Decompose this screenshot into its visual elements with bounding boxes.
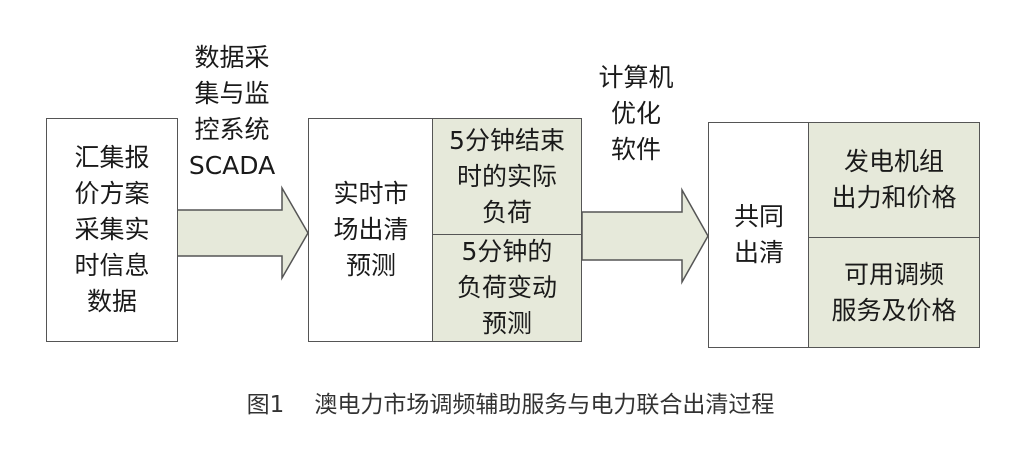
arrow-scada: [175, 185, 309, 281]
forecast-text: 实时市 场出清 预测: [333, 179, 409, 280]
figure-number: 图1: [246, 392, 285, 418]
figure-caption: 图1 澳电力市场调频辅助服务与电力联合出清过程: [0, 388, 1021, 422]
arrow-software: [581, 187, 709, 285]
generator-output-box: 发电机组 出力和价格: [808, 122, 980, 238]
software-label: 计算机 优化 软件: [598, 63, 674, 164]
joint-clearing-text: 共同 出清: [733, 202, 784, 267]
data-source-text: 汇集报 价方案 采集实 时信息 数据: [74, 143, 150, 316]
scada-label: 数据采 集与监 控系统 SCADA: [188, 43, 276, 180]
forecast-box: 实时市 场出清 预测: [308, 118, 434, 342]
load-change-text: 5分钟的 负荷变动 预测: [456, 237, 557, 338]
joint-clearing-box: 共同 出清: [708, 122, 810, 348]
actual-load-box: 5分钟结束 时的实际 负荷: [432, 118, 582, 235]
ancillary-service-box: 可用调频 服务及价格: [808, 237, 980, 348]
data-source-box: 汇集报 价方案 采集实 时信息 数据: [46, 118, 178, 342]
generator-output-text: 发电机组 出力和价格: [831, 147, 957, 212]
ancillary-service-text: 可用调频 服务及价格: [831, 259, 957, 325]
load-change-box: 5分钟的 负荷变动 预测: [432, 234, 582, 342]
figure-caption-text: 澳电力市场调频辅助服务与电力联合出清过程: [314, 392, 775, 418]
actual-load-text: 5分钟结束 时的实际 负荷: [449, 125, 565, 227]
